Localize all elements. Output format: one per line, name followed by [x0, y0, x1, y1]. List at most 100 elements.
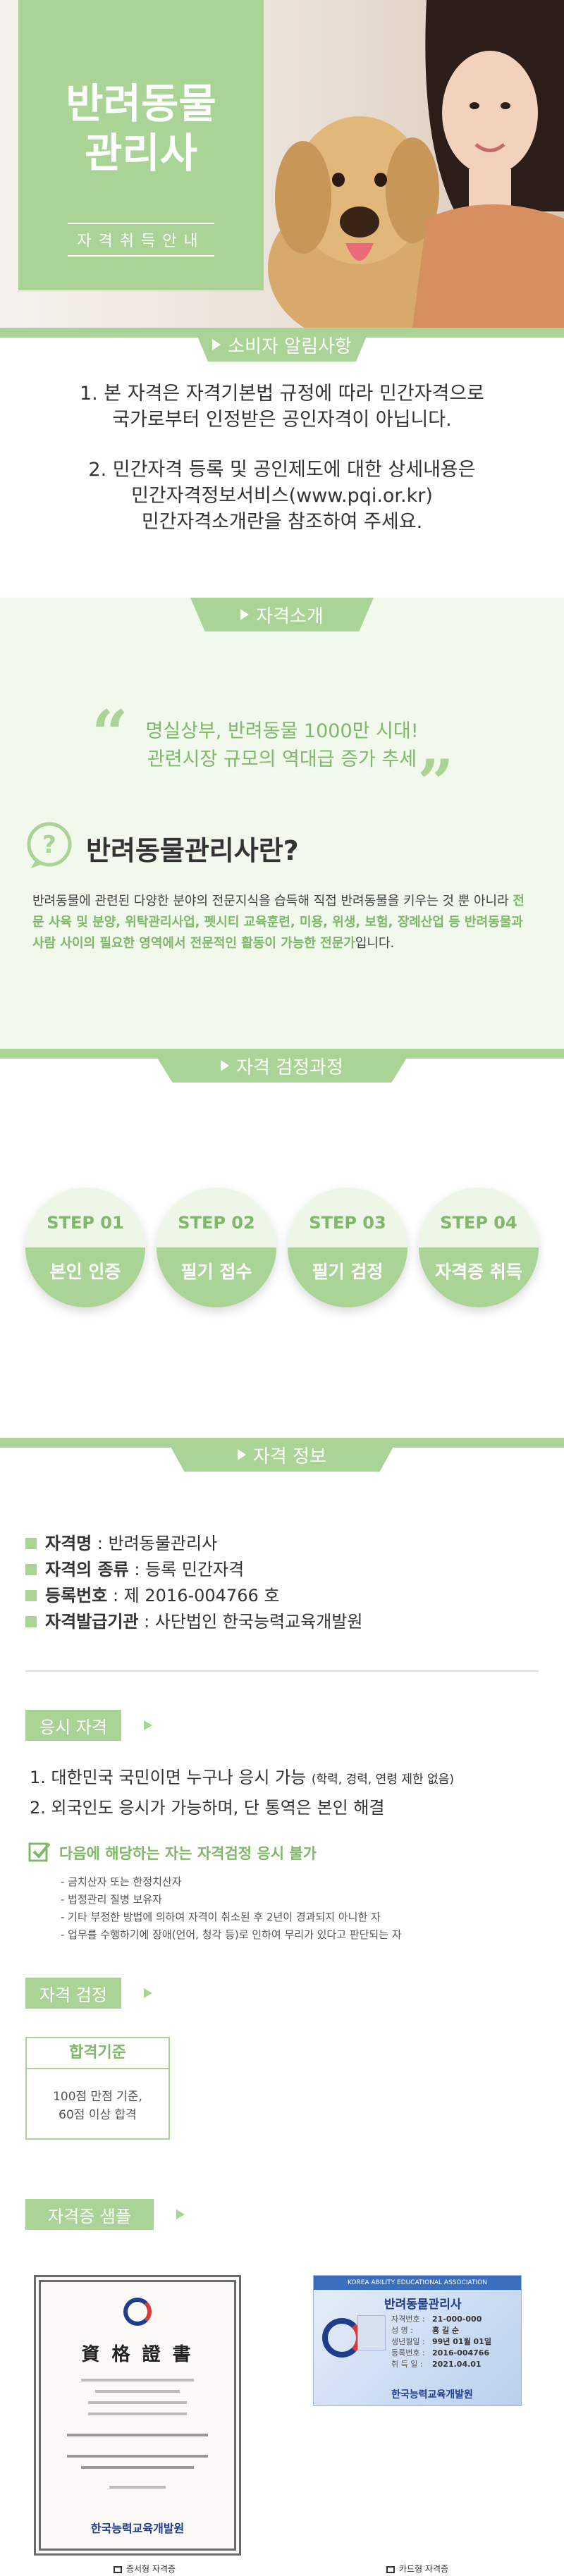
caption-card: 카드형 자격증: [313, 2563, 522, 2575]
notice-p2-line1: 2. 민간자격 등록 및 공인제도에 대한 상세내용은: [88, 459, 476, 481]
process-step-number: STEP 02: [178, 1213, 255, 1233]
pass-criteria-line1: 100점 만점 기준,: [53, 2090, 142, 2104]
eligibility-tag: 응시 자격: [25, 1710, 121, 1741]
caption-certificate: 증서형 자격증: [34, 2563, 255, 2575]
card-field: 생년월일 :99년 01월 01일: [391, 2337, 491, 2346]
card-title: 반려동물관리사: [384, 2298, 462, 2312]
intro-ribbon: 자격소개: [190, 598, 374, 631]
card-fields: 자격번호 :21-000-000 성 명 :홍 길 순 생년월일 :99년 01…: [391, 2314, 491, 2370]
notice-p2-line2: 민간자격정보서비스(www.pqi.or.kr): [131, 485, 433, 507]
eligibility-line1-main: 1. 대한민국 국민이면 누구나 응시 가능: [30, 1768, 312, 1787]
info-key: 자격의 종류: [45, 1560, 129, 1579]
card-header: KOREA ABILITY EDUCATIONAL ASSOCIATION: [314, 2276, 521, 2290]
hero-title-line2: 관리사: [84, 129, 198, 177]
card-field: 등록번호 :2016-004766: [391, 2348, 490, 2358]
info-row: 자격발급기관 : 사단법인 한국능력교육개발원: [25, 1609, 363, 1635]
info-row: 자격의 종류 : 등록 민간자격: [25, 1557, 363, 1583]
notice-ribbon-label: 소비자 알림사항: [228, 335, 352, 357]
play-icon: [221, 1060, 230, 1071]
hero-divider-bottom: [68, 255, 214, 257]
card-emblem: [322, 2318, 362, 2358]
process-ribbon-label: 자격 검정과정: [236, 1056, 343, 1078]
hero-subtitle: 자격취득안내: [77, 233, 205, 250]
warning-title: 다음에 해당하는 자는 자격검정 응시 불가: [59, 1845, 317, 1862]
quote-open-icon: “: [92, 696, 128, 771]
info-value: 제 2016-004766 호: [123, 1586, 280, 1606]
question-icon: ?: [25, 822, 73, 870]
section-divider: [25, 1670, 539, 1672]
play-icon: [238, 1449, 247, 1460]
tag-arrow-icon: [144, 1988, 152, 1998]
process-step: STEP 04 자격증 취득: [419, 1188, 539, 1307]
card-org: 한국능력교육개발원: [391, 2389, 473, 2401]
process-step: STEP 02 필기 접수: [157, 1188, 276, 1307]
card-field: 성 명 :홍 길 순: [391, 2326, 460, 2335]
process-step-label: 필기 검정: [288, 1247, 407, 1307]
pass-criteria-box: 합격기준 100점 만점 기준, 60점 이상 합격: [25, 2037, 170, 2140]
pass-criteria-title: 합격기준: [27, 2038, 168, 2069]
card-field: 자격번호 :21-000-000: [391, 2315, 482, 2324]
info-value: 반려동물관리사: [108, 1534, 218, 1553]
process-step-label: 필기 접수: [157, 1247, 276, 1307]
samples-tag: 자격증 샘플: [25, 2199, 154, 2230]
process-step-number: STEP 04: [440, 1213, 517, 1233]
info-value: 등록 민간자격: [145, 1560, 245, 1579]
warning-item: - 법정관리 질병 보유자: [61, 1893, 162, 1906]
intro-body-part2: 입니다.: [355, 936, 395, 951]
svg-text:?: ?: [42, 831, 56, 859]
woman-image: [412, 0, 564, 328]
card-icon: [386, 2565, 395, 2573]
notice-p1-line2: 국가로부터 인정받은 공인자격이 아닙니다.: [112, 409, 452, 431]
info-ribbon: 자격 정보: [166, 1438, 398, 1472]
info-row: 자격명 : 반려동물관리사: [25, 1531, 363, 1557]
notice-ribbon: 소비자 알림사항: [194, 328, 370, 362]
hero-divider: [68, 223, 214, 224]
certificate-org: 한국능력교육개발원: [90, 2522, 185, 2535]
info-row: 등록번호 : 제 2016-004766 호: [25, 1583, 363, 1609]
info-key: 등록번호: [45, 1586, 108, 1606]
hero-banner: 반려동물 관리사 자격취득안내: [0, 0, 564, 328]
warning-item: - 기타 부정한 방법에 의하여 자격이 취소된 후 2년이 경과되지 아니한 …: [61, 1911, 381, 1923]
process-step-number: STEP 03: [309, 1213, 386, 1233]
check-icon: [28, 1841, 51, 1863]
exam-tag: 자격 검정: [25, 1978, 121, 2009]
certificate-text-lines: [67, 2379, 208, 2489]
info-list: 자격명 : 반려동물관리사 자격의 종류 : 등록 민간자격 등록번호 : 제 …: [25, 1531, 363, 1635]
hero-title-box: [18, 0, 264, 290]
eligibility-list: 1. 대한민국 국민이면 누구나 응시 가능 (학력, 경력, 연령 제한 없음…: [30, 1763, 454, 1822]
quote-line2: 관련시장 규모의 역대급 증가 추세: [147, 748, 417, 770]
quote-line1: 명실상부, 반려동물 1000만 시대!: [145, 720, 419, 742]
quote-block: 명실상부, 반려동물 1000만 시대! 관련시장 규모의 역대급 증가 추세: [0, 717, 564, 774]
notice-section: 1. 본 자격은 자격기본법 규정에 따라 민간자격으로 국가로부터 인정받은 …: [0, 381, 564, 535]
quote-close-icon: ”: [417, 746, 454, 820]
intro-body: 반려동물에 관련된 다양한 분야의 전문지식을 습득해 직접 반려동물을 키우는…: [32, 891, 526, 954]
certificate-title: 資 格 證 書: [81, 2344, 194, 2365]
hero-title-line1: 반려동물: [66, 80, 216, 128]
process-step-label: 자격증 취득: [419, 1247, 539, 1307]
intro-section: 자격소개 “ 명실상부, 반려동물 1000만 시대! 관련시장 규모의 역대급…: [0, 598, 564, 1049]
info-key: 자격명: [45, 1534, 92, 1553]
eligibility-line2: 2. 외국인도 응시가 가능하며, 단 통역은 본인 해결: [30, 1798, 385, 1818]
card-field: 취 득 일 :2021.04.01: [391, 2360, 482, 2369]
tag-arrow-icon: [176, 2210, 185, 2219]
document-icon: [113, 2565, 122, 2573]
certificate-sample: 資 格 證 書 한국능력교육개발원: [34, 2275, 241, 2556]
info-value: 사단법인 한국능력교육개발원: [154, 1612, 363, 1632]
notice-p1-line1: 1. 본 자격은 자격기본법 규정에 따라 민간자격으로: [79, 383, 485, 405]
warning-item: - 업무를 수행하기에 장애(언어, 청각 등)로 인하여 무리가 있다고 판단…: [61, 1928, 402, 1941]
tag-arrow-icon: [144, 1720, 152, 1730]
info-key: 자격발급기관: [45, 1612, 139, 1632]
dog-image: [261, 85, 465, 328]
caption-card-label: 카드형 자격증: [398, 2564, 449, 2574]
card-sample: KOREA ABILITY EDUCATIONAL ASSOCIATION 반려…: [313, 2275, 522, 2406]
warning-item: - 금치산자 또는 한정치산자: [61, 1875, 182, 1888]
play-icon: [240, 609, 250, 620]
caption-certificate-label: 증서형 자격증: [125, 2564, 176, 2574]
card-photo: [357, 2315, 386, 2350]
intro-body-bold: 전문 사육 및 분양, 위탁관리사업, 펫시티 교육훈련, 미용, 위생, 보험…: [32, 894, 525, 951]
intro-ribbon-label: 자격소개: [256, 605, 324, 627]
info-ribbon-label: 자격 정보: [253, 1446, 326, 1467]
hero-title: 반려동물 관리사: [18, 79, 264, 178]
